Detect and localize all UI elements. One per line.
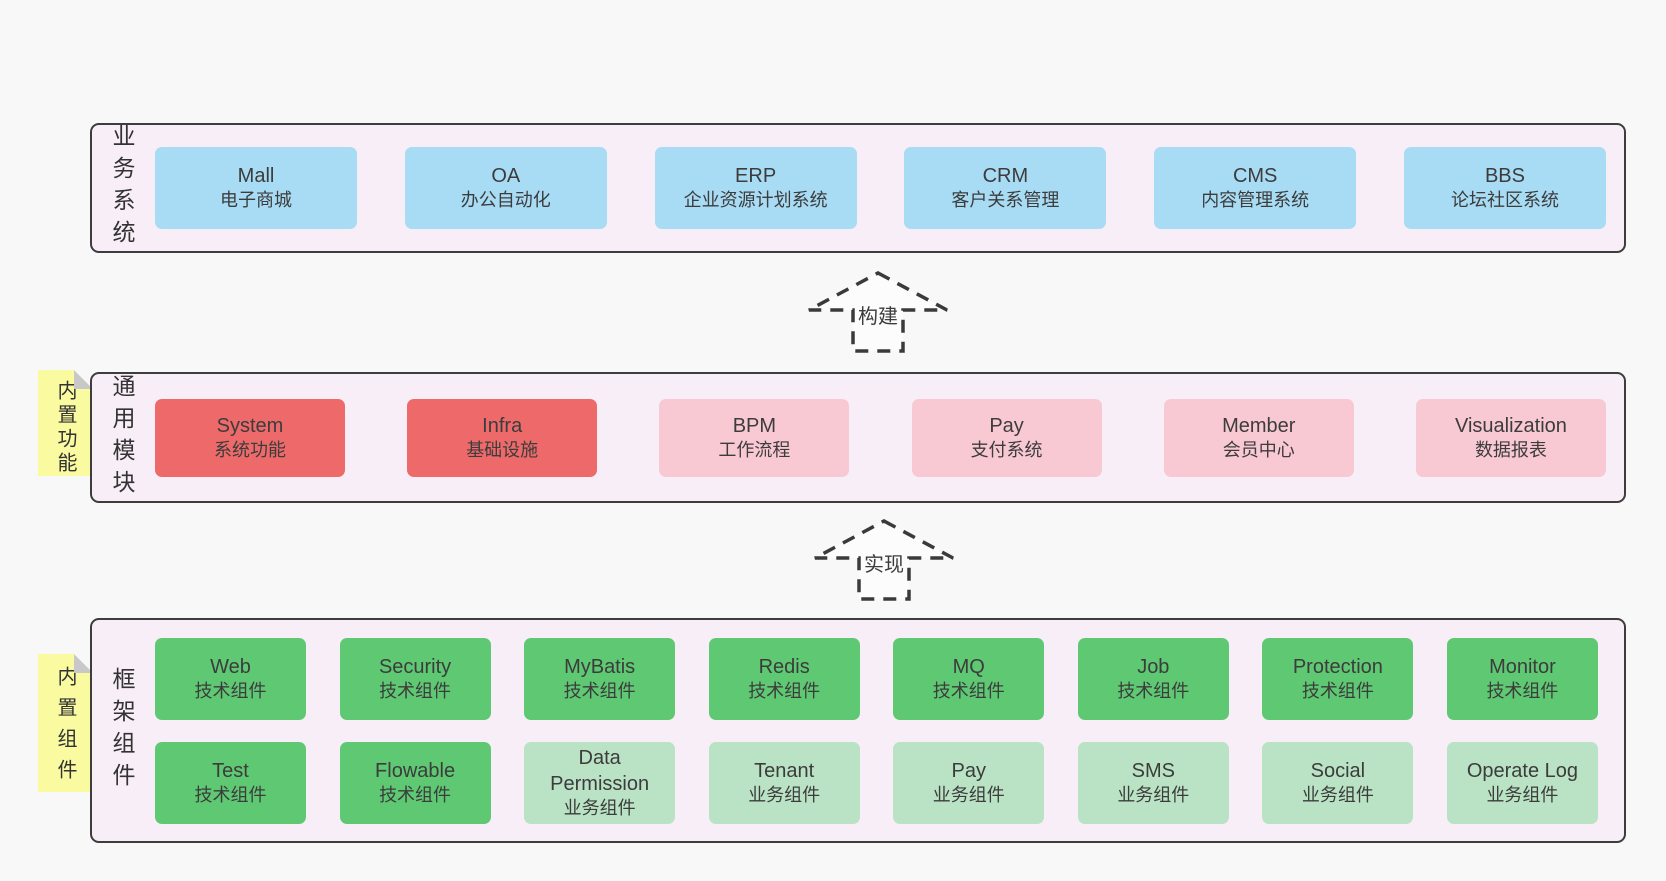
box-job: Job 技术组件: [1077, 637, 1229, 720]
box-data-permission: Data Permission 业务组件: [524, 741, 676, 824]
implement-arrow-label: 实现: [861, 548, 907, 577]
section-common-modules: 通用模块 System 系统功能 Infra 基础设施 BPM 工作流程 Pay…: [90, 372, 1626, 503]
box-test: Test 技术组件: [155, 741, 306, 824]
box-name: Flowable: [375, 759, 456, 782]
box-name: System: [216, 414, 284, 437]
box-erp: ERP 企业资源计划系统: [654, 147, 857, 229]
box-system: System 系统功能: [155, 398, 345, 477]
box-security: Security 技术组件: [339, 637, 491, 720]
box-visualization: Visualization 数据报表: [1415, 398, 1606, 477]
box-social: Social 业务组件: [1262, 741, 1414, 824]
box-subtitle: 技术组件: [1117, 680, 1190, 701]
box-name: CMS: [1232, 165, 1278, 188]
box-infra: Infra 基础设施: [407, 398, 598, 477]
box-subtitle: 内容管理系统: [1201, 190, 1310, 211]
box-name: Tenant: [754, 759, 815, 782]
box-subtitle: 技术组件: [932, 680, 1005, 701]
box-name: ERP: [735, 165, 777, 188]
section-label-framework-components: 框架组件: [109, 666, 135, 795]
box-tenant: Tenant 业务组件: [708, 741, 860, 824]
box-subtitle: 技术组件: [379, 784, 452, 805]
section-framework-components: 框架组件 Web 技术组件 Security 技术组件 MyBatis 技术组件…: [90, 618, 1626, 843]
box-subtitle: 工作流程: [718, 439, 791, 460]
box-oa: OA 办公自动化: [404, 147, 607, 229]
box-subtitle: 企业资源计划系统: [683, 190, 828, 211]
box-member: Member 会员中心: [1163, 398, 1354, 477]
box-name: BBS: [1484, 165, 1525, 188]
box-name: CRM: [982, 165, 1029, 188]
box-name: Protection: [1292, 655, 1383, 678]
sticky-note-text: 内置组件: [54, 666, 76, 790]
box-subtitle: 技术组件: [563, 680, 636, 701]
box-cms: CMS 内容管理系统: [1154, 147, 1357, 229]
build-arrow-label: 构建: [855, 300, 901, 329]
box-name: OA: [491, 165, 521, 188]
box-subtitle: 技术组件: [748, 680, 821, 701]
box-subtitle: 论坛社区系统: [1450, 190, 1559, 211]
box-name: Data Permission: [550, 746, 650, 795]
box-name: Security: [378, 655, 452, 678]
box-subtitle: 系统功能: [214, 439, 286, 460]
box-sms: SMS 业务组件: [1077, 741, 1229, 824]
implement-arrow: 实现: [812, 518, 956, 602]
box-redis: Redis 技术组件: [708, 637, 860, 720]
sticky-note-text: 内置功能: [54, 380, 76, 476]
box-monitor: Monitor 技术组件: [1446, 637, 1598, 720]
box-subtitle: 业务组件: [1486, 784, 1559, 805]
box-name: MyBatis: [564, 655, 636, 678]
box-name: Redis: [758, 655, 810, 678]
section-label-business-systems: 业务系统: [109, 124, 135, 252]
box-subtitle: 技术组件: [379, 680, 452, 701]
box-flowable: Flowable 技术组件: [339, 741, 491, 824]
box-subtitle: 客户关系管理: [951, 190, 1060, 211]
box-name: Pay: [989, 414, 1024, 437]
box-subtitle: 办公自动化: [460, 190, 551, 211]
box-name: Pay: [951, 759, 986, 782]
box-name: Visualization: [1454, 414, 1567, 437]
box-name: Infra: [482, 414, 523, 437]
build-arrow: 构建: [806, 270, 950, 354]
box-mq: MQ 技术组件: [893, 637, 1045, 720]
box-name: Test: [212, 759, 249, 782]
box-subtitle: 基础设施: [466, 439, 539, 460]
box-subtitle: 技术组件: [194, 680, 267, 701]
box-subtitle: 支付系统: [970, 439, 1043, 460]
box-subtitle: 业务组件: [1301, 784, 1374, 805]
box-subtitle: 业务组件: [748, 784, 821, 805]
box-name: SMS: [1131, 759, 1175, 782]
box-name: Job: [1137, 655, 1170, 678]
box-subtitle: 技术组件: [1486, 680, 1559, 701]
box-name: MQ: [952, 655, 985, 678]
box-name: Member: [1222, 414, 1296, 437]
box-subtitle: 技术组件: [194, 784, 267, 805]
box-name: BPM: [732, 414, 777, 437]
box-subtitle: 业务组件: [932, 784, 1005, 805]
box-operate-log: Operate Log 业务组件: [1446, 741, 1598, 824]
box-name: Operate Log: [1466, 759, 1579, 782]
box-subtitle: 技术组件: [1301, 680, 1374, 701]
box-protection: Protection 技术组件: [1262, 637, 1414, 720]
sticky-note-built-in-features: 内置功能: [38, 370, 93, 476]
box-subtitle: 会员中心: [1222, 439, 1295, 460]
box-bbs: BBS 论坛社区系统: [1403, 147, 1606, 229]
box-name: Web: [210, 655, 251, 678]
box-bpm: BPM 工作流程: [659, 398, 850, 477]
section-label-common-modules: 通用模块: [109, 373, 135, 502]
box-subtitle: 电子商城: [220, 190, 292, 211]
box-mybatis: MyBatis 技术组件: [524, 637, 676, 720]
box-pay-module: Pay 支付系统: [911, 398, 1102, 477]
sticky-note-built-in-components: 内置组件: [38, 654, 93, 792]
box-crm: CRM 客户关系管理: [904, 147, 1107, 229]
box-name: Monitor: [1489, 655, 1556, 678]
box-name: Social: [1310, 759, 1366, 782]
box-pay-component: Pay 业务组件: [893, 741, 1045, 824]
box-subtitle: 业务组件: [563, 797, 636, 818]
box-mall: Mall 电子商城: [155, 147, 357, 229]
box-subtitle: 数据报表: [1474, 439, 1547, 460]
box-subtitle: 业务组件: [1117, 784, 1190, 805]
section-business-systems: 业务系统 Mall 电子商城 OA 办公自动化 ERP 企业资源计划系统 CRM…: [90, 123, 1626, 253]
box-web: Web 技术组件: [155, 637, 306, 720]
box-name: Mall: [237, 165, 275, 188]
